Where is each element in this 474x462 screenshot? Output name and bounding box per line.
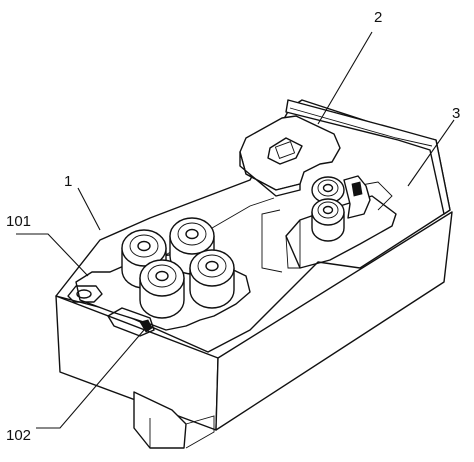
- label-part-1: 1: [64, 173, 72, 190]
- leader-102: [36, 329, 145, 429]
- leader-101: [16, 233, 89, 277]
- top-plate-thickness: [239, 151, 301, 197]
- top-plate-hole-inner: [274, 141, 296, 159]
- label-part-2: 2: [374, 9, 382, 26]
- leader-2: [317, 31, 373, 125]
- spring-clip-dark: [139, 319, 153, 333]
- label-part-101: 101: [6, 213, 31, 230]
- right-roller-bracket: [343, 175, 371, 219]
- top-plate-hole: [267, 137, 303, 165]
- label-part-102: 102: [6, 427, 31, 444]
- base-block-right-face: [215, 211, 453, 431]
- left-plate-hole: [76, 289, 92, 299]
- recess-inner: [355, 181, 393, 211]
- bottom-shaft-edge: [149, 415, 215, 449]
- right-spring-contact: [351, 181, 363, 197]
- recess-step: [285, 220, 301, 269]
- right-roller-pair: [311, 176, 345, 242]
- bottom-shaft: [133, 391, 187, 449]
- label-part-3: 3: [452, 105, 460, 122]
- left-roller-cluster: [121, 217, 235, 319]
- left-plate-slot: [67, 285, 103, 303]
- rear-rail-edge: [289, 107, 433, 147]
- spring-clip-outline: [107, 307, 155, 337]
- leader-1: [77, 187, 101, 231]
- leader-3: [407, 119, 455, 187]
